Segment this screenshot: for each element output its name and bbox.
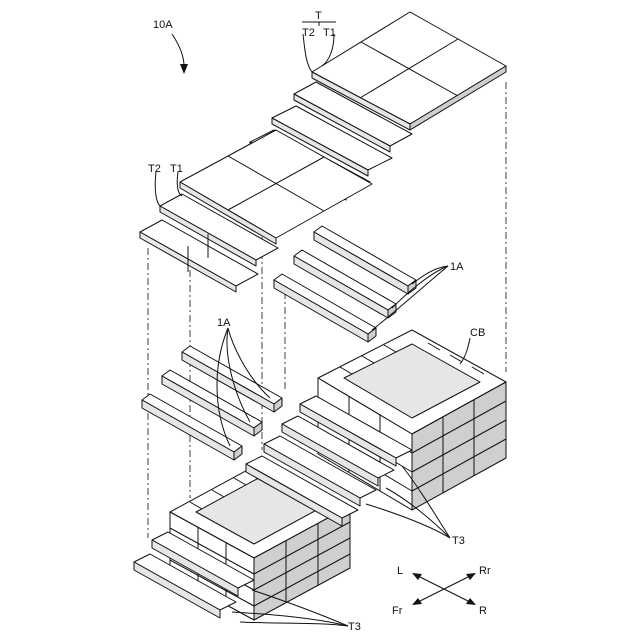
right-beam-group bbox=[274, 226, 416, 342]
label-beam-1a-right: 1A bbox=[450, 261, 464, 273]
label-beam-1a-left: 1A bbox=[217, 317, 231, 329]
label-tread-t2-mid: T2 bbox=[148, 163, 161, 175]
left-beam-group bbox=[142, 346, 282, 460]
label-ledge-t3-bottom: T3 bbox=[348, 621, 361, 633]
arrow-right-icon bbox=[466, 598, 476, 605]
label-direction-rr: Rr bbox=[479, 565, 491, 577]
label-tread-t1-top: T1 bbox=[323, 27, 336, 39]
label-direction-fr: Fr bbox=[392, 605, 403, 617]
direction-compass bbox=[412, 573, 476, 605]
arrow-front-icon bbox=[412, 598, 422, 605]
label-tread-t2-top: T2 bbox=[302, 27, 315, 39]
label-ledge-t3-right: T3 bbox=[452, 535, 465, 547]
arrow-rear-right-icon bbox=[466, 573, 476, 580]
label-direction-l: L bbox=[397, 565, 403, 577]
label-tread-t1-mid: T1 bbox=[170, 163, 183, 175]
assembly-arrow bbox=[172, 34, 188, 74]
label-block-cb: CB bbox=[470, 327, 485, 339]
label-tread-t: T bbox=[315, 10, 322, 22]
label-direction-r: R bbox=[479, 605, 487, 617]
arrow-left-icon bbox=[412, 573, 422, 580]
label-assembly-10a: 10A bbox=[153, 19, 173, 31]
